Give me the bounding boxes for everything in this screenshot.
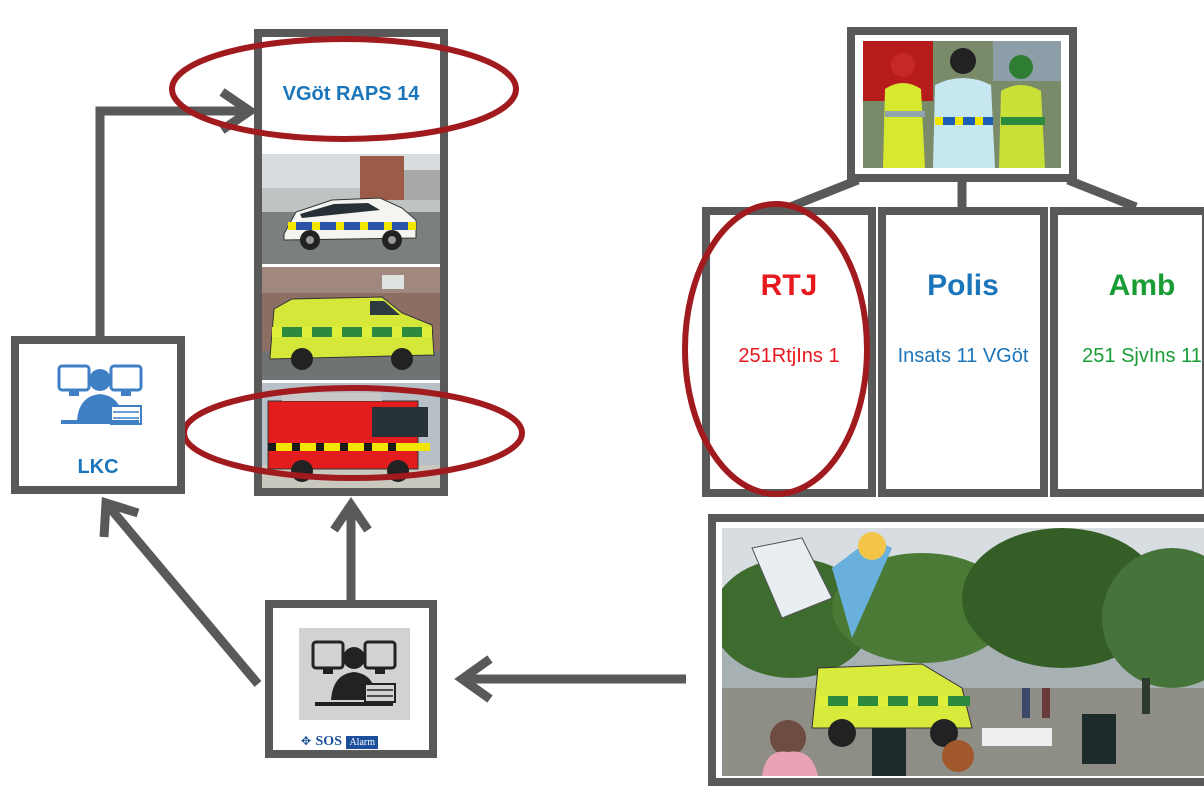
unit-title-amb: Amb: [1108, 269, 1176, 302]
operator-workstation-icon: [57, 364, 143, 425]
sos-to-lkc-arrow: [106, 505, 262, 687]
lkc-to-raps-arrowhead: [219, 88, 259, 134]
fire-truck-highlight: [181, 385, 525, 481]
ambulance-image: [262, 267, 440, 380]
command-team-box: [847, 27, 1077, 182]
incident-scene-box: [708, 514, 1204, 786]
lkc-label: LKC: [77, 456, 119, 478]
sos-brand-tag: Alarm: [346, 736, 378, 749]
lkc-to-raps-arrow: [95, 106, 250, 340]
unit-box-polis: Polis Insats 11 VGöt: [878, 207, 1048, 497]
scene-to-sos-arrowhead: [454, 655, 493, 703]
lkc-box: LKC: [11, 336, 185, 494]
sos-alarm-box: ✥ SOS Alarm: [265, 600, 437, 758]
raps-title: VGöt RAPS 14: [282, 83, 420, 105]
unit-box-amb: Amb 251 SjvIns 11: [1050, 207, 1204, 497]
incident-scene-image: [722, 528, 1204, 776]
unit-sub-rtj: 251RtjIns 1: [738, 345, 840, 367]
rtj-highlight: [682, 201, 870, 497]
sos-to-lkc-arrowhead: [99, 496, 140, 538]
sos-brand: SOS: [315, 734, 342, 749]
unit-title-polis: Polis: [927, 269, 999, 302]
command-team-image: [863, 41, 1061, 168]
unit-sub-polis: Insats 11 VGöt: [897, 345, 1029, 367]
police-car-image: [262, 154, 440, 264]
unit-title-rtj: RTJ: [760, 269, 818, 302]
sos-to-raps-arrowhead: [330, 496, 372, 533]
tree-connector-left: [788, 175, 860, 212]
sos-star-icon: ✥: [301, 734, 312, 748]
raps-title-highlight: [169, 36, 519, 142]
tree-connector-right: [1066, 175, 1138, 212]
sos-icon-panel: [299, 628, 410, 720]
operator-workstation-icon: [311, 640, 397, 706]
sos-logo: ✥ SOS Alarm: [301, 732, 411, 749]
unit-sub-amb: 251 SjvIns 11: [1082, 345, 1202, 367]
raps-column: VGöt RAPS 14: [254, 29, 448, 496]
